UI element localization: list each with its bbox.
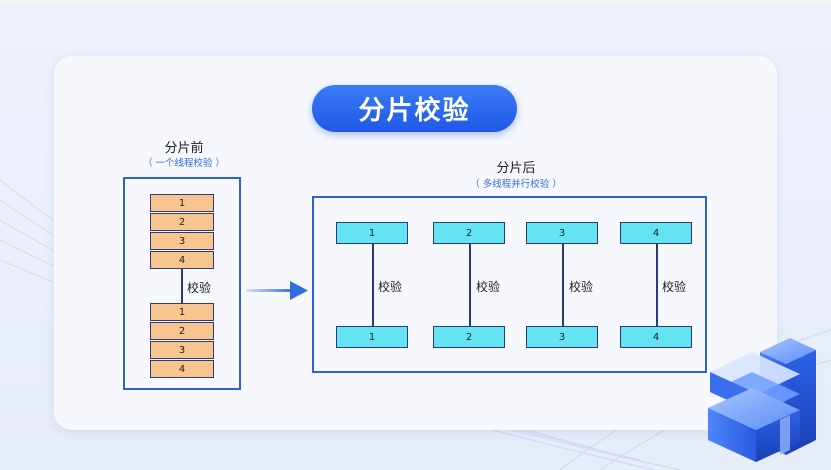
- before-top-shard: 3: [150, 232, 214, 250]
- before-bottom-shard: 1: [150, 303, 214, 321]
- after-subtitle: （ 多线程并行校验 ）: [470, 179, 562, 190]
- before-bottom-shard: 4: [150, 360, 214, 378]
- parallel-top-shard: 3: [526, 222, 598, 244]
- top-strip: [0, 0, 831, 4]
- parallel-bottom-shard: 2: [433, 326, 505, 348]
- before-connector: [181, 269, 183, 303]
- before-bottom-shard: 2: [150, 322, 214, 340]
- parallel-connector: [562, 244, 564, 326]
- before-bottom-shard: 3: [150, 341, 214, 359]
- parallel-connector: [656, 244, 658, 326]
- parallel-verify-label: 校验: [378, 280, 403, 294]
- before-label: 分片前: [164, 141, 204, 156]
- before-subtitle: （ 一个线程校验 ）: [142, 158, 226, 169]
- before-top-shard: 4: [150, 251, 214, 269]
- parallel-connector: [372, 244, 374, 326]
- before-top-shard: 1: [150, 194, 214, 212]
- parallel-bottom-shard: 3: [526, 326, 598, 348]
- parallel-bottom-shard: 4: [620, 326, 692, 348]
- before-verify-label: 校验: [187, 281, 212, 295]
- parallel-top-shard: 2: [433, 222, 505, 244]
- parallel-verify-label: 校验: [476, 280, 501, 294]
- after-label: 分片后: [496, 161, 536, 176]
- parallel-bottom-shard: 1: [336, 326, 408, 348]
- parallel-connector: [469, 244, 471, 326]
- page-title: 分片校验: [312, 85, 517, 132]
- parallel-verify-label: 校验: [662, 280, 687, 294]
- parallel-top-shard: 1: [336, 222, 408, 244]
- before-top-shard: 2: [150, 213, 214, 231]
- parallel-top-shard: 4: [620, 222, 692, 244]
- parallel-verify-label: 校验: [569, 280, 594, 294]
